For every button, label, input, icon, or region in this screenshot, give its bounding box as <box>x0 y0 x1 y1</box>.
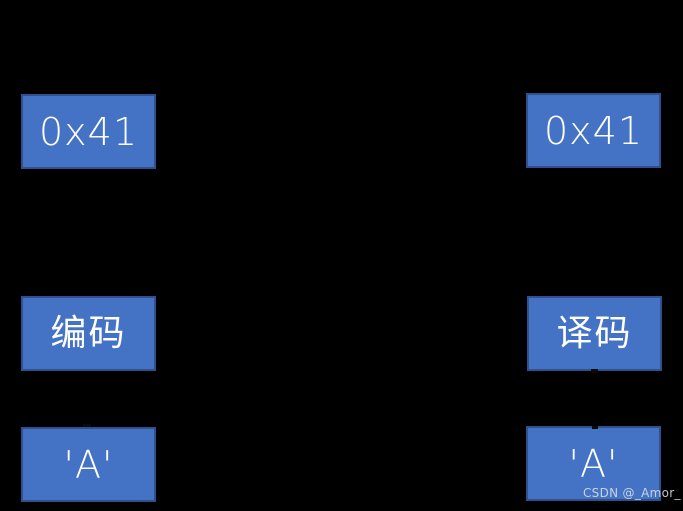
arrow-remnant-artifact <box>591 369 598 373</box>
csdn-watermark: CSDN @_Amor_ <box>583 486 681 500</box>
decode-hex-label: 0x41 <box>543 108 644 153</box>
encode-char-box: 'A' <box>21 427 156 502</box>
decode-process-label: 译码 <box>556 312 633 354</box>
encode-hex-box: 0x41 <box>21 94 156 169</box>
decode-char-label: 'A' <box>568 441 619 486</box>
decode-hex-box: 0x41 <box>526 93 661 168</box>
encode-process-label: 编码 <box>50 312 127 354</box>
encode-hex-label: 0x41 <box>38 109 139 154</box>
decode-char-box: 'A' <box>526 426 661 501</box>
encode-process-box: 编码 <box>21 296 156 371</box>
arrow-remnant-artifact <box>83 424 91 427</box>
encode-char-label: 'A' <box>63 442 114 487</box>
arrow-remnant-artifact <box>592 426 598 429</box>
decode-process-box: 译码 <box>527 296 662 371</box>
